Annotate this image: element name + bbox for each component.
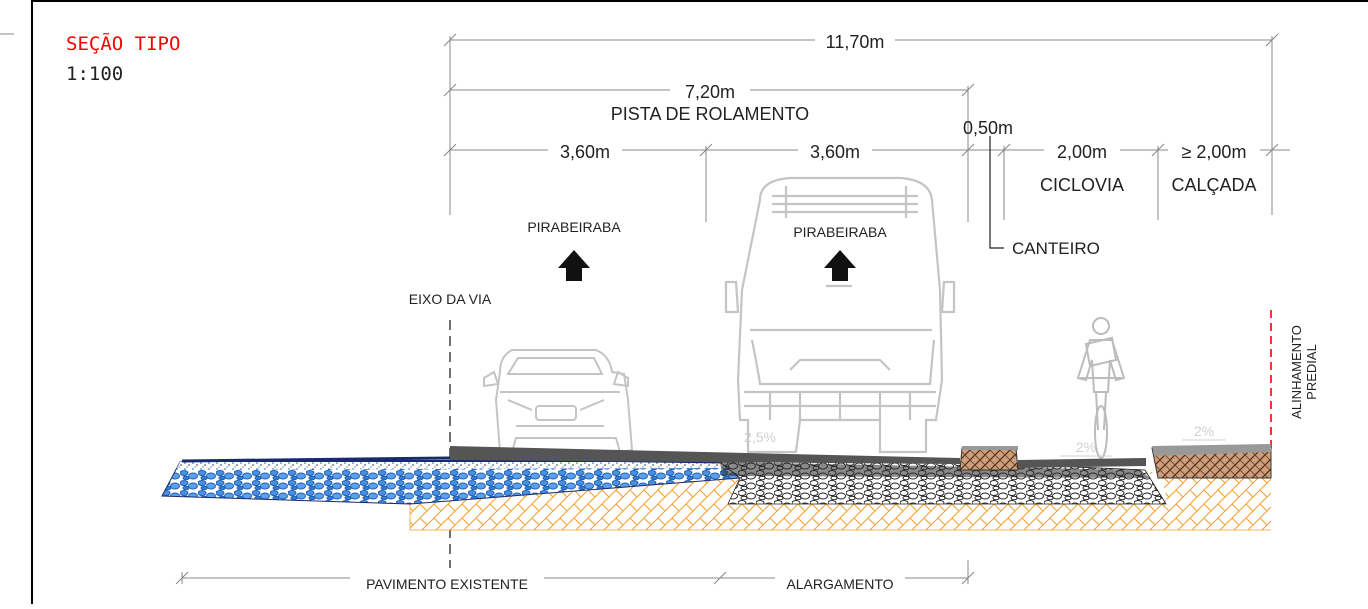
alinhamento-label-2: PREDIAL (1304, 344, 1319, 400)
sidewalk-soil (1160, 470, 1271, 505)
slope-road-label: 2,5% (744, 429, 776, 445)
section-scale: 1:100 (66, 63, 123, 85)
bike-lane-surface (1018, 458, 1146, 468)
sidewalk-top (1152, 444, 1271, 456)
dim-canteiro-text: 0,50m (963, 118, 1013, 138)
canteiro-label: CANTEIRO (1012, 239, 1100, 258)
direction-left-arrow-icon (558, 250, 590, 281)
new-asphalt-surface (450, 446, 960, 464)
subgrade-edge (409, 503, 1271, 531)
alinhamento-label-1: ALINHAMENTO (1289, 325, 1304, 419)
pista-label: PISTA DE ROLAMENTO (611, 104, 809, 124)
slope-sidewalk-label: 2% (1194, 423, 1214, 439)
canteiro-block (959, 447, 1019, 471)
dimension-lines (443, 33, 1290, 222)
ciclovia-label: CICLOVIA (1040, 175, 1124, 195)
direction-right-label: PIRABEIRABA (793, 224, 887, 240)
bottom-text-bg-left (350, 568, 544, 590)
widening-subbase-dark (720, 462, 1150, 478)
canteiro-top (962, 446, 1018, 450)
dim-ticks-total (443, 33, 1279, 47)
slope-bike-label: 2% (1076, 439, 1096, 455)
existing-pavement-binder (176, 462, 726, 470)
dim-lane-left-text: 3,60m (560, 142, 610, 162)
bottom-text-bg-right (775, 568, 905, 590)
car-illustration (483, 349, 634, 454)
dimension-texts: 11,70m 7,20m PISTA DE ROLAMENTO 3,60m 3,… (548, 28, 1260, 195)
dim-calcada-text: ≥ 2,00m (1182, 142, 1247, 162)
canteiro-leader (989, 136, 1004, 249)
dim-ciclovia-text: 2,00m (1057, 142, 1107, 162)
bus-illustration (724, 176, 956, 454)
direction-left-label: PIRABEIRABA (527, 219, 621, 235)
dim-pista-text: 7,20m (685, 82, 735, 102)
dim-total-text: 11,70m (826, 32, 885, 52)
calcada-label: CALÇADA (1171, 175, 1256, 195)
eixo-label: EIXO DA VIA (409, 291, 492, 307)
pavimento-existente-label: PAVIMENTO EXISTENTE (366, 576, 528, 592)
section-title: SEÇÃO TIPO (66, 32, 180, 55)
direction-right-arrow-icon (824, 250, 856, 281)
cyclist-illustration (1076, 317, 1126, 459)
dim-lane-right-text: 3,60m (810, 142, 860, 162)
alargamento-label: ALARGAMENTO (786, 576, 893, 592)
